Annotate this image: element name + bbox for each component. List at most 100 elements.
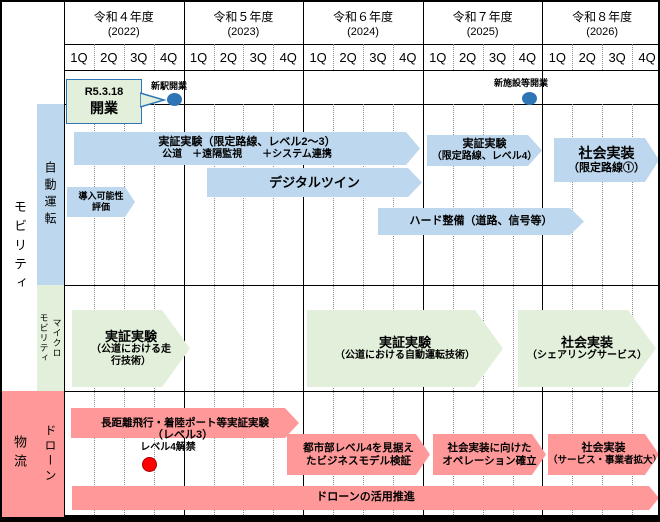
year-header-2023: 令和５年度 (2023) [184, 2, 304, 44]
grid-vline [243, 44, 245, 70]
grid-vline [213, 104, 215, 515]
arrow-micro-poc-autonomous: 実証実験 （公道における自動運転技術） [307, 310, 503, 387]
year-header-2024: 令和６年度 (2024) [303, 2, 423, 44]
callout-pointer [140, 92, 167, 108]
arrow-text: 公道 ＋遠隔監視 ＋システム連携 [162, 149, 332, 161]
grid-vline [392, 44, 394, 70]
grid-vline [572, 104, 574, 515]
arrow-text: （シェアリングサービス） [527, 350, 647, 362]
grid-hline [37, 285, 658, 286]
grid-bottom-bar [2, 515, 658, 520]
grid-vline [183, 2, 185, 515]
sidebar-label-auto-driving: 自動運転 [43, 160, 57, 229]
quarter-label: 1Q [189, 49, 208, 65]
sidebar-row-drone: ドローン [37, 391, 64, 517]
grid-hline [64, 44, 658, 45]
grid-vline [333, 104, 335, 515]
arrow-auto-poc-level4: 実証実験 （限定路線、レベル4） [427, 135, 542, 166]
arrow-text: （限定路線①） [568, 161, 645, 174]
year-west-label: (2024) [347, 26, 379, 38]
grid-vline [363, 104, 364, 515]
grid-vline [512, 44, 514, 70]
arrow-text: （公道における自動運転技術） [335, 350, 475, 362]
quarter-label: 3Q [369, 49, 387, 65]
arrow-drone-promotion: ドローンの活用推進 [72, 486, 659, 510]
grid-vline [542, 2, 544, 515]
grid-vline [93, 44, 95, 70]
grid-vline [93, 104, 95, 515]
sidebar-label-drone: ドローン [43, 424, 57, 484]
arrow-drone-level3-sub: （レベル3） [152, 429, 214, 441]
arrow-micro-poc-driving: 実証実験 （公道における走 行技術） [72, 310, 190, 387]
grid-vline [213, 44, 215, 70]
year-west-label: (2026) [586, 26, 619, 38]
quarter-label: 1Q [309, 49, 327, 65]
year-era-label: 令和５年度 [213, 10, 274, 24]
sidebar-label-micro-mobility: マイクロ モビリティ [38, 313, 64, 363]
grid-vline [452, 44, 454, 70]
grid-vline [482, 104, 484, 515]
quarter-label: 2Q [578, 49, 596, 65]
arrow-auto-hard-infrastructure: ハード整備（道路、信号等） [378, 208, 584, 235]
arrow-text: ドローンの活用推進 [316, 491, 415, 504]
arrow-drone-business-model: 都市部レベル4を見据え たビジネスモデル検証 [287, 434, 430, 475]
quarter-label: 1Q [70, 49, 88, 65]
quarter-label: 1Q [429, 49, 447, 65]
arrow-drone-poc-level3: 長距離飛行・着陸ポート等実証実験 [71, 408, 299, 438]
grid-hline [64, 70, 658, 71]
arrow-text: デジタルツイン [269, 174, 360, 190]
arrow-text: 行技術） [111, 356, 151, 368]
year-era-label: 令和６年度 [332, 10, 393, 24]
quarter-label: 4Q [638, 49, 656, 65]
quarter-label: 3Q [130, 49, 148, 65]
sidebar-label-mobility: モビリティ [12, 200, 27, 295]
arrow-text: 社会実装 [578, 145, 635, 161]
arrow-text: 導入可能性 [78, 191, 124, 202]
grid-vline [482, 44, 484, 70]
arrow-text: ハード整備（道路、信号等） [409, 214, 553, 227]
callout-event: 開業 [90, 99, 118, 116]
arrow-auto-poc-level2-3: 実証実験（限定路線、レベル2～3） 公道 ＋遠隔監視 ＋システム連携 [74, 132, 420, 165]
grid-vline [363, 44, 364, 70]
sidebar-group-logistics: 物流 [2, 391, 37, 517]
grid-vline [153, 104, 155, 515]
arrow-micro-social-implementation: 社会実装 （シェアリングサービス） [518, 310, 656, 387]
quarter-label: 2Q [100, 49, 118, 65]
grid-vline [273, 104, 275, 515]
year-era-label: 令和７年度 [452, 10, 513, 24]
grid-vline [602, 104, 604, 515]
arrow-text: 評価 [91, 202, 110, 212]
year-header-2022: 令和４年度 (2022) [64, 2, 184, 44]
grid-vline [243, 104, 245, 515]
grid-vline [512, 104, 514, 515]
year-era-label: 令和４年度 [93, 10, 154, 24]
grid-vline [303, 2, 305, 515]
arrow-text: 実証実験 [378, 334, 431, 350]
arrow-text: 都市部レベル4を見据え [303, 441, 414, 454]
quarter-label: 1Q [548, 49, 566, 65]
arrow-text: 実証実験（限定路線、レベル2～3） [158, 135, 336, 148]
arrow-digital-twin: デジタルツイン [207, 168, 422, 197]
year-west-label: (2022) [107, 26, 140, 38]
grid-vline [602, 44, 604, 70]
year-header-2025: 令和７年度 (2025) [423, 2, 543, 44]
arrow-auto-social-implementation: 社会実装 （限定路線①） [554, 138, 659, 182]
grid-vline [64, 2, 65, 515]
quarter-label: 4Q [279, 49, 297, 65]
grid-vline [632, 44, 634, 70]
grid-vline [392, 104, 394, 515]
year-west-label: (2023) [227, 26, 260, 38]
arrow-drone-social-implementation: 社会実装 （サービス・事業者拡大） [548, 434, 659, 475]
grid-hline [2, 391, 658, 392]
grid-vline [572, 44, 574, 70]
micro-label-line2: モビリティ [38, 313, 49, 363]
sidebar-group-mobility: モビリティ [2, 104, 37, 391]
grid-vline [422, 2, 424, 515]
sidebar-row-auto-driving: 自動運転 [37, 104, 64, 285]
quarter-label: 4Q [518, 49, 537, 65]
callout-date: R5.3.18 [84, 85, 124, 98]
sidebar-label-logistics: 物流 [12, 435, 27, 473]
opening-callout: R5.3.18 開業 [66, 79, 142, 124]
year-header-2026: 令和８年度 (2026) [542, 2, 658, 44]
milestone-new-facility-dot [522, 92, 537, 105]
